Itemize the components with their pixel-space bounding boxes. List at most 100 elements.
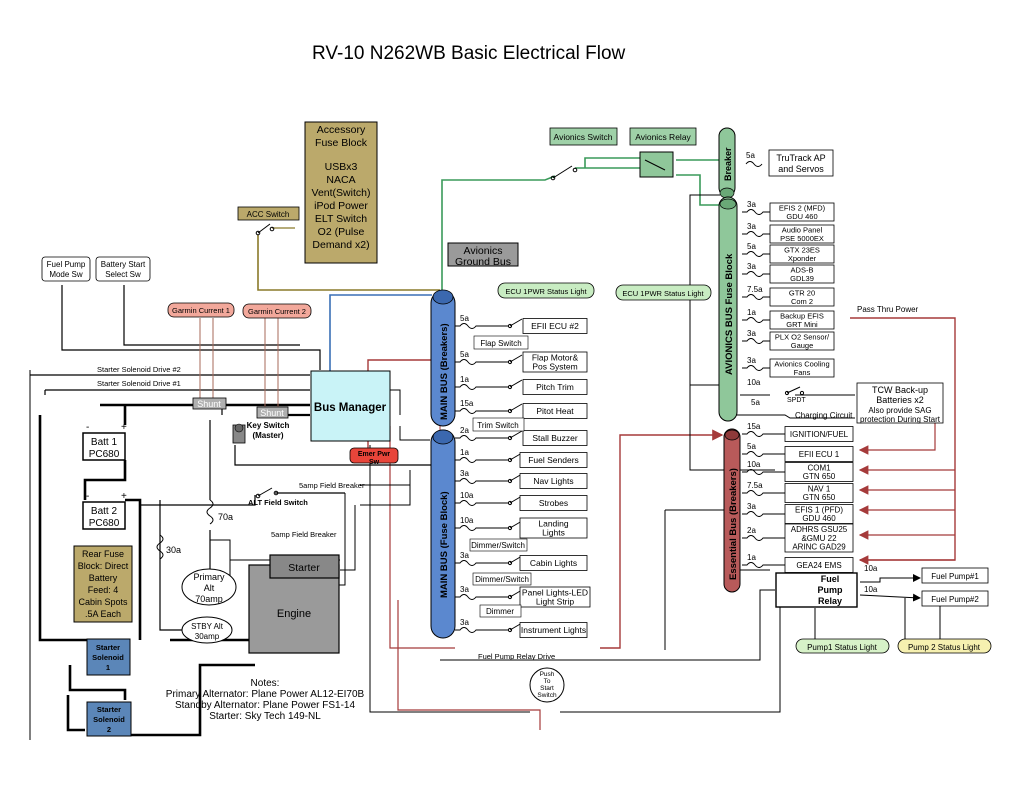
circuit-box	[522, 379, 588, 395]
circuit-box	[522, 403, 588, 419]
fuse-symbol	[455, 408, 480, 414]
circuit-box	[784, 483, 854, 503]
circuit-label: Landing	[538, 518, 569, 528]
amp-rating: 10a	[460, 491, 474, 500]
primary-alt-line: 70amp	[195, 594, 223, 604]
spdt-switch	[784, 386, 805, 396]
engine: Engine	[248, 564, 340, 654]
circuit-label: IGNITION/FUEL	[790, 430, 849, 439]
circuit-label: Nav Lights	[533, 476, 573, 486]
amp-rating: 1a	[460, 448, 469, 457]
fuse-symbol	[455, 478, 480, 484]
battery-start-select-switch: Battery Start Select Sw	[95, 256, 151, 282]
circuit-label: Flap Motor&	[532, 352, 579, 362]
amp-rating: 3a	[460, 585, 469, 594]
fuel-pump-1-label: Fuel Pump#1	[931, 572, 979, 581]
circuit-label: NAV 1	[808, 484, 831, 493]
tcw-amp-10a: 10a	[747, 378, 761, 387]
fuse-symbol	[742, 535, 767, 541]
push-line: Push	[540, 671, 555, 678]
circuit-box	[784, 446, 854, 462]
circuit-box	[784, 504, 854, 524]
trim-switch: Trim Switch	[472, 417, 525, 432]
circuit-box	[769, 310, 835, 330]
dimmer-label: Dimmer	[486, 607, 514, 616]
circuit-label: Pitch Trim	[536, 382, 574, 392]
avionics-relay: Avionics Relay	[629, 127, 697, 178]
fuel-pump-mode-switch: Fuel Pump Mode Sw	[41, 256, 91, 282]
amp-rating: 2a	[747, 526, 756, 535]
amp-rating: 3a	[747, 200, 756, 209]
emer-pwr-line-2: Sw	[369, 459, 380, 466]
field-breaker-2-label: 5amp Field Breaker	[271, 530, 337, 539]
trim-switch-label: Trim Switch	[477, 421, 518, 430]
starter-drive-2-label: Starter Solenoid Drive #2	[97, 365, 181, 374]
circuit-label: GDU 460	[802, 514, 836, 523]
essential-bus-label: Essential Bus (Breakers)	[728, 468, 739, 580]
avionics-switch-label: Avionics Switch	[554, 132, 613, 142]
notes-line: Standby Alternator: Plane Power FS1-14	[175, 700, 356, 711]
circuit-label: EFIS 2 (MFD)	[779, 204, 826, 213]
circuit-label: Gauge	[791, 341, 814, 350]
batt2-plus: +	[121, 491, 127, 502]
main-bus-breakers-label: MAIN BUS (Breakers)	[439, 323, 450, 420]
bus-manager: Bus Manager	[310, 370, 391, 442]
garmin-current-1-label: Garmin Current 1	[172, 306, 230, 315]
amp-30a: 30a	[166, 545, 181, 555]
tcw-backup-batteries: TCW Back-up Batteries x2 Also provide SA…	[856, 382, 944, 424]
circuit-label: GEA24 EMS	[796, 561, 841, 570]
key-switch-line-1: Key Switch	[247, 421, 290, 430]
batt2-minus: -	[86, 491, 89, 502]
avionics-breaker: Breaker	[718, 127, 736, 199]
fuse-symbol	[742, 451, 767, 457]
fuel-pump-mode-line-2: Mode Sw	[49, 270, 83, 279]
fuel-pump-1: Fuel Pump#1	[921, 567, 989, 584]
field-breaker-1-label: 5amp Field Breaker	[299, 481, 365, 490]
batt1-plus: +	[121, 422, 127, 433]
switch-lever	[509, 379, 523, 388]
circuit-label: Light Strip	[536, 597, 575, 607]
alt-field-switch-label: ALT Field Switch	[248, 498, 308, 507]
circuit-box	[519, 586, 591, 608]
avionics-bus: AVIONICS BUS Fuse Block	[718, 196, 738, 422]
fuse-symbol	[455, 525, 480, 531]
circuit-label: &GMU 22	[801, 534, 837, 543]
fuse-symbol	[455, 560, 480, 566]
ecu-status-2-label: ECU 1PWR Status Light	[622, 289, 704, 298]
circuit-label: Audio Panel	[782, 226, 823, 235]
primary-alt-line: Alt	[204, 583, 215, 593]
circuit-box	[769, 244, 835, 264]
starter-label: Starter	[288, 562, 320, 574]
fuse-symbol	[742, 317, 767, 323]
circuit-box	[784, 426, 854, 442]
fuse-symbol	[742, 338, 767, 344]
switch-contact	[507, 594, 513, 600]
starter: Starter	[269, 554, 340, 579]
pump1-status-label: Pump1 Status Light	[807, 643, 878, 652]
circuit-label: GTN 650	[803, 472, 836, 481]
circuit-label: Avionics Cooling	[774, 360, 829, 369]
fuel-pump-2: Fuel Pump#2	[921, 590, 989, 607]
solenoid1-line: 1	[106, 663, 110, 672]
accessory-item: O2 (Pulse	[318, 226, 365, 238]
avionics-switch: Avionics Switch	[549, 127, 618, 181]
tcw-amp-5a: 5a	[751, 398, 760, 407]
amp-rating: 15a	[747, 422, 761, 431]
amp-rating: 3a	[747, 502, 756, 511]
wires	[29, 151, 956, 740]
circuit-label: ARINC GAD29	[792, 543, 846, 552]
ecu-status-light-1: ECU 1PWR Status Light	[497, 282, 595, 299]
garmin-current-2: Garmin Current 2	[242, 303, 312, 319]
push-line: Switch	[537, 692, 557, 699]
ground-bus-line-2: Ground Bus	[455, 256, 511, 268]
circuit-label: GTR 20	[789, 289, 815, 298]
